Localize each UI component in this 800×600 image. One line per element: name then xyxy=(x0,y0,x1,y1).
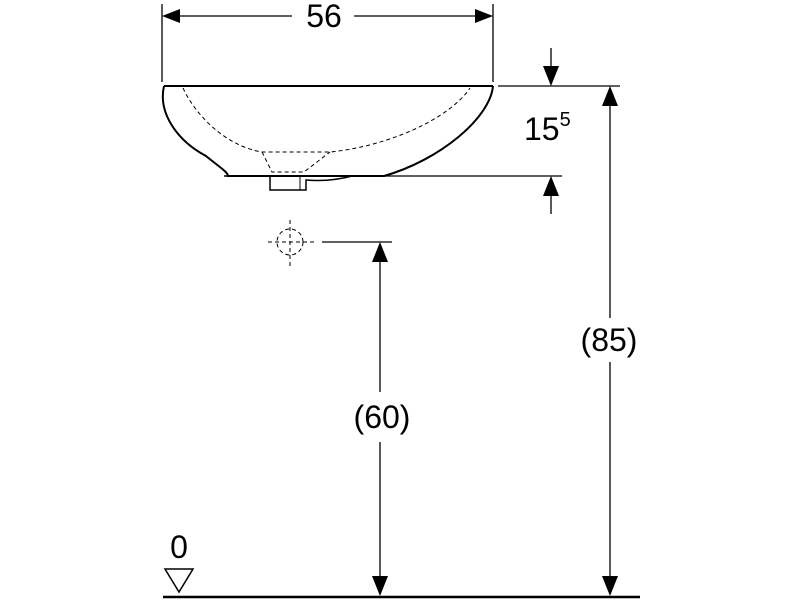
thickness-label-superscript: 5 xyxy=(560,109,571,131)
drain-height-arrow-bottom xyxy=(372,576,388,596)
drain-position-marker xyxy=(268,220,316,266)
rim-height-label: (85) xyxy=(581,322,638,358)
width-label: 56 xyxy=(306,0,342,34)
width-arrow-left xyxy=(162,9,180,23)
inner-bowl-contour xyxy=(182,87,471,153)
floor-level-triangle xyxy=(163,568,195,594)
basin-outline xyxy=(161,85,494,191)
thickness-label: 155 xyxy=(524,109,571,147)
inner-drain-funnel xyxy=(261,151,331,173)
thickness-arrow-bottom xyxy=(543,176,559,196)
rim-height-arrow-top xyxy=(602,86,618,106)
drain-height-dimension xyxy=(322,241,392,596)
drain-height-arrow-top xyxy=(372,242,388,262)
floor-level-label: 0 xyxy=(170,529,188,565)
basin-bowl xyxy=(161,85,494,177)
drain-height-label: (60) xyxy=(354,399,411,435)
basin-inner-hidden xyxy=(182,87,471,173)
rim-height-dimension xyxy=(602,86,618,596)
drain-outlet xyxy=(269,175,353,191)
thickness-label-main: 15 xyxy=(524,111,560,147)
width-arrow-right xyxy=(475,9,493,23)
rim-height-arrow-bottom xyxy=(602,576,618,596)
width-dimension xyxy=(161,4,494,82)
thickness-arrow-top xyxy=(543,66,559,86)
thickness-dimension xyxy=(386,48,620,214)
